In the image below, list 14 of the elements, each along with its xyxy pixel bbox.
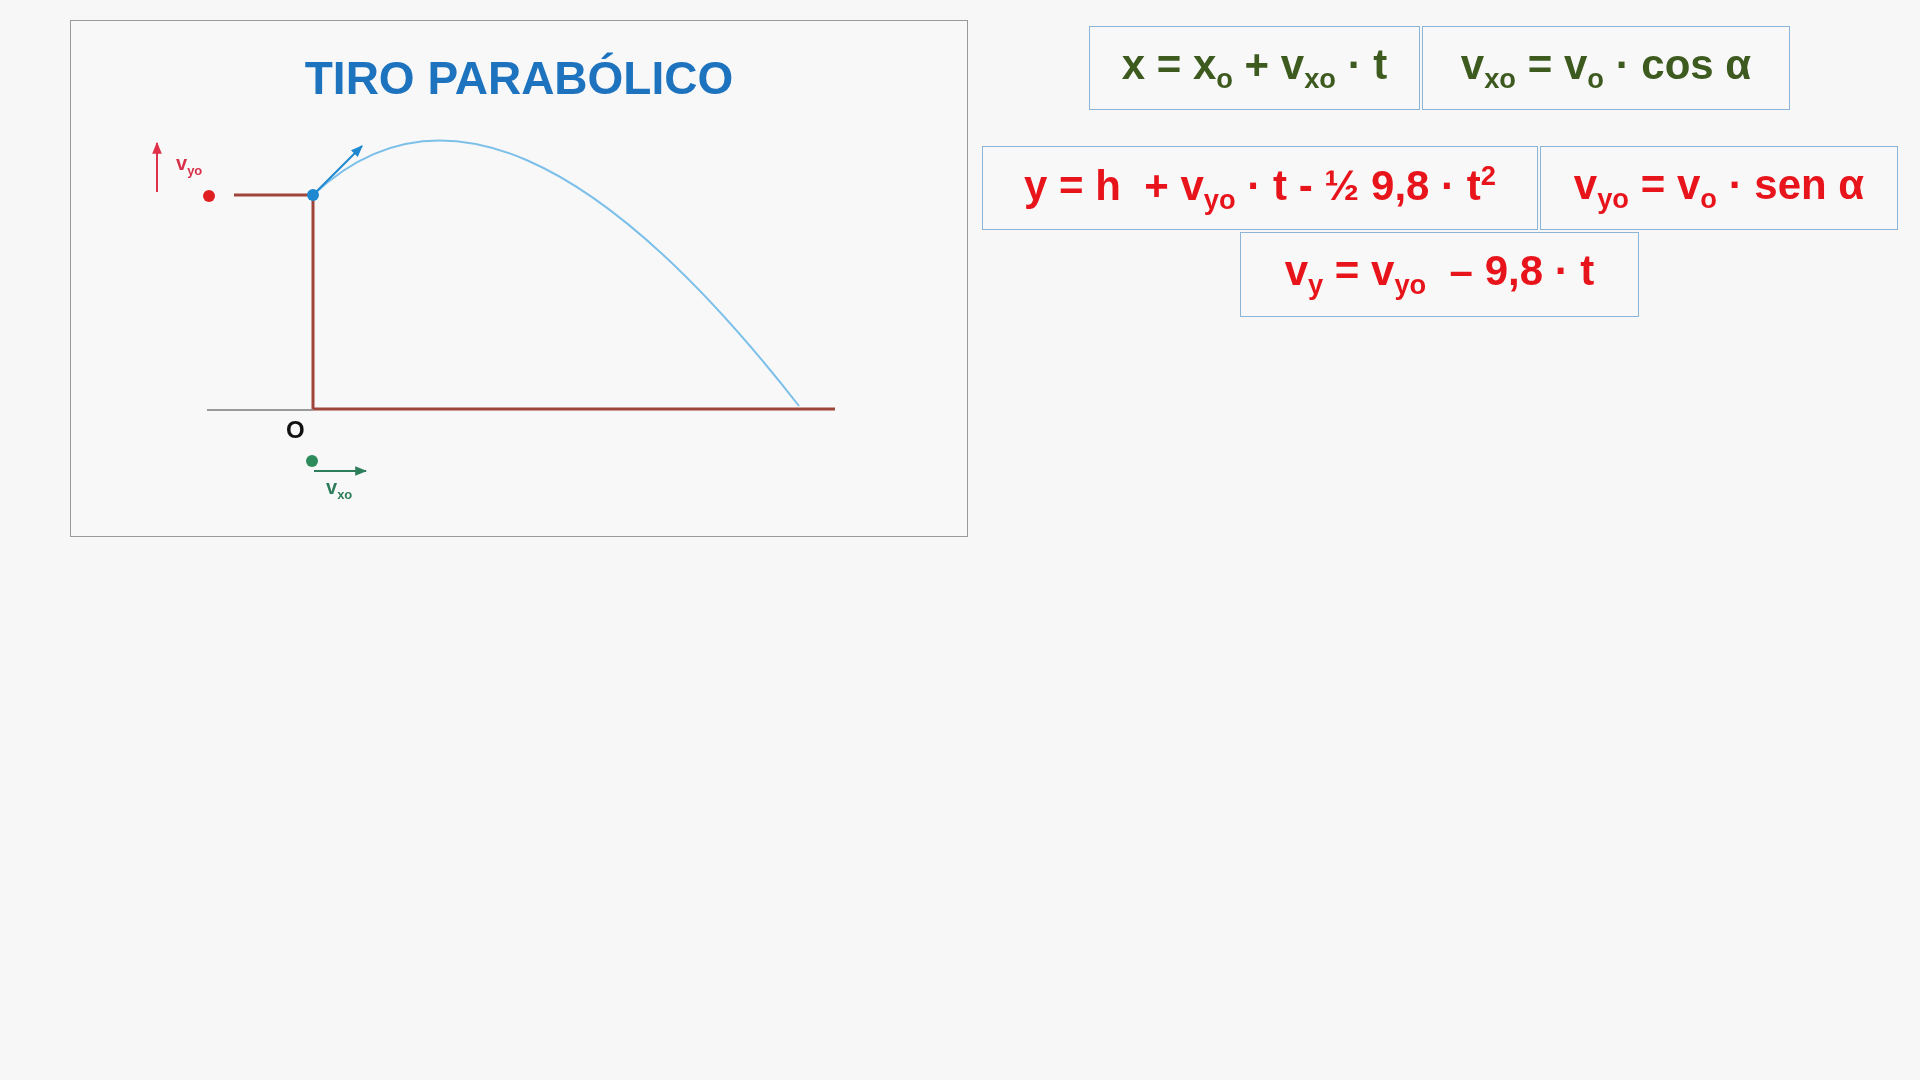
formula: x = x$_{o}$ + v$_{xo}$ · t [1121,40,1388,96]
formula-box [982,146,1538,230]
formula-box [1422,26,1790,110]
formula: y = h + v$_{yo}$ · t - ½ 9,8 · t$^{2}$ [1024,159,1496,217]
formula-box [1089,26,1420,110]
formula-box [1540,146,1898,230]
formula: v$_{y}$ = v$_{yo}$ – 9,8 · t [1284,247,1595,302]
formula: v$_{yo}$ = v$_{o}$ · sen α [1573,160,1865,216]
title: TIRO PARABÓLICO [304,52,734,104]
formula: v$_{xo}$ = v$_{o}$ · cos α [1460,40,1752,96]
velocity-label: v$_{xo}$ [326,476,353,502]
velocity-label: v$_{yo}$ [176,152,203,178]
origin-label: O [286,416,305,444]
formula-box [1240,232,1639,317]
